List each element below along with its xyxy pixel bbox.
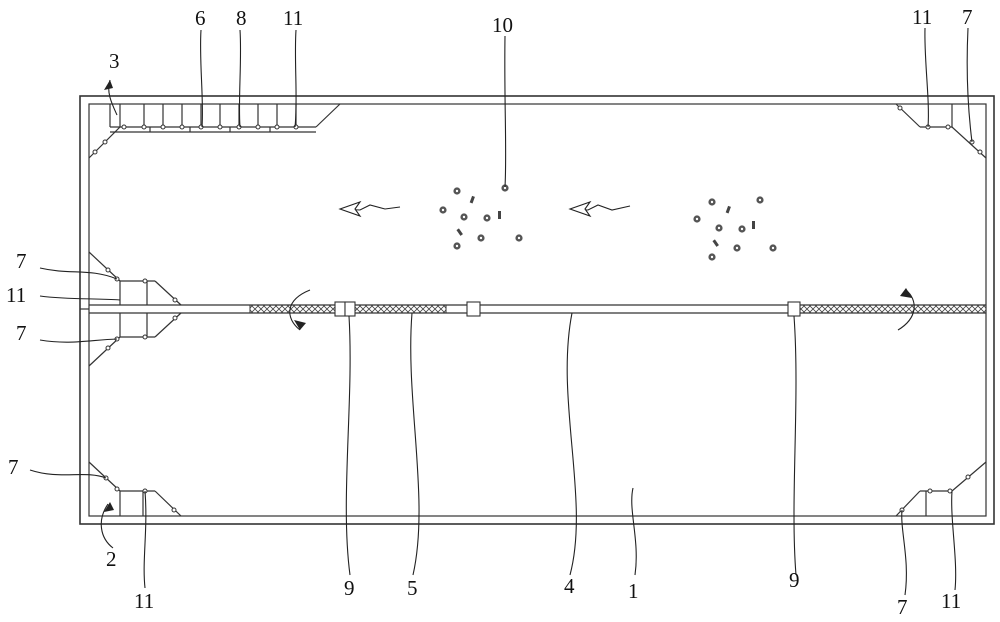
label-9: 9 <box>344 576 355 600</box>
label-7: 7 <box>962 5 973 29</box>
gate-boxes <box>334 301 801 317</box>
label-4: 4 <box>564 574 575 598</box>
label-1: 1 <box>628 579 639 603</box>
label-7: 7 <box>897 595 908 619</box>
circulation-arrow <box>897 288 915 331</box>
label-10: 10 <box>492 13 513 37</box>
top-left-corner-unit <box>88 103 341 159</box>
label-8: 8 <box>236 6 247 30</box>
circulation-arrow <box>289 289 311 331</box>
top-right-corner-unit <box>895 103 987 159</box>
label-11: 11 <box>134 589 154 613</box>
label-11: 11 <box>6 283 26 307</box>
label-7: 7 <box>16 249 27 273</box>
particle-cluster <box>693 196 777 261</box>
label-11: 11 <box>941 589 961 613</box>
flow-arrow <box>338 200 401 218</box>
label-11: 11 <box>912 5 932 29</box>
label-7: 7 <box>8 455 19 479</box>
left-middle-upper-unit <box>88 251 182 306</box>
label-5: 5 <box>407 576 418 600</box>
left-middle-lower-unit <box>88 312 182 367</box>
flow-arrow <box>568 200 631 218</box>
label-7: 7 <box>16 321 27 345</box>
particle-cluster <box>439 184 523 250</box>
bottom-left-corner-unit <box>88 461 182 517</box>
bottom-right-corner-unit <box>895 461 987 517</box>
leader-lines <box>29 27 973 596</box>
label-11: 11 <box>283 6 303 30</box>
mesh-screen <box>249 304 987 314</box>
label-2: 2 <box>106 547 117 571</box>
label-3: 3 <box>109 49 120 73</box>
label-6: 6 <box>195 6 206 30</box>
callout-labels: 6 8 11 10 11 7 3 7 11 7 7 2 11 9 5 4 1 9… <box>6 5 973 619</box>
label-9: 9 <box>789 568 800 592</box>
